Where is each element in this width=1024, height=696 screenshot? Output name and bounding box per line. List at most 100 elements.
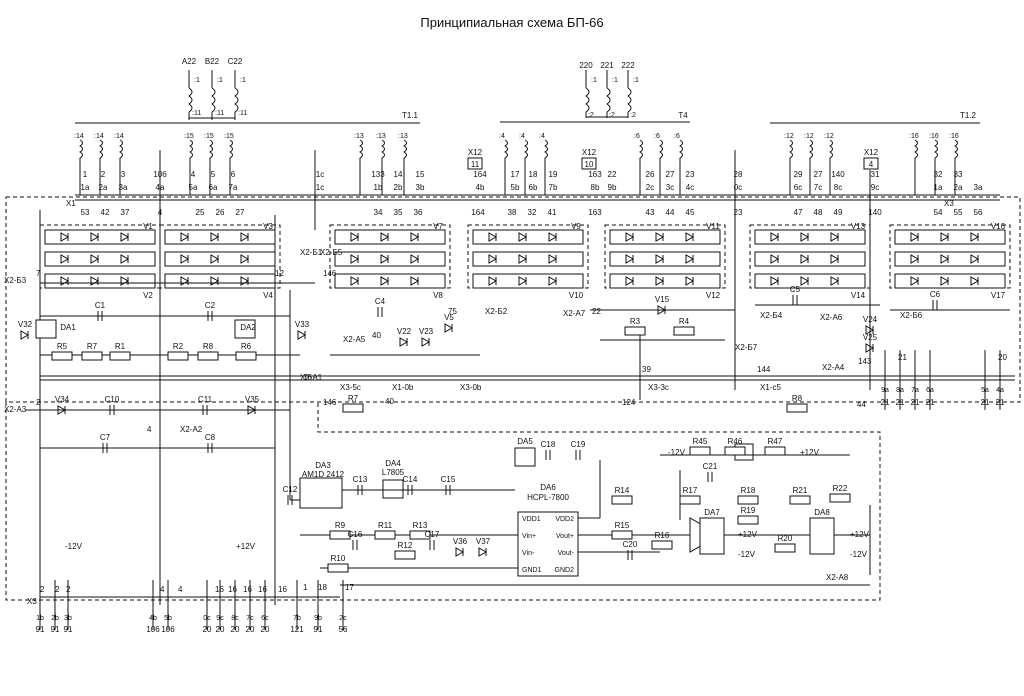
connector-x2-b7: X2-Б7: [735, 343, 758, 352]
pin-number: 2: [101, 170, 106, 179]
bottom-right-contact: 5a: [981, 387, 989, 394]
pin-number: 26: [646, 170, 655, 179]
diode-label-v24: V24: [863, 315, 878, 324]
bridge-diode: [488, 254, 498, 264]
bridge-row: [609, 229, 721, 245]
bridge-diode: [410, 276, 420, 286]
resistor-r8: [786, 403, 808, 413]
bottom-contact: 7c: [246, 615, 254, 622]
bridge-diode: [655, 232, 665, 242]
minus12-label: -12V: [850, 550, 868, 559]
capacitor-label-c4: C4: [375, 297, 386, 306]
capacitor-label-c21: C21: [703, 462, 718, 471]
bridge-top-label: V7: [433, 222, 443, 231]
node-number: 16: [228, 585, 237, 594]
x1-contact: 8c: [834, 183, 842, 192]
pin-number: 23: [686, 170, 695, 179]
bridge-row: [44, 229, 156, 245]
inner-pin: 23: [734, 208, 743, 217]
node-number: 22: [592, 307, 601, 316]
tap-label: :1: [240, 77, 246, 84]
diode-label-v36: V36: [453, 537, 468, 546]
node-number: 39: [642, 365, 651, 374]
coil-tap-label: :15: [204, 133, 214, 140]
tap-label: :1: [217, 77, 223, 84]
da6-pin-right: VDD2: [555, 516, 574, 523]
resistor-r6: [235, 351, 257, 361]
coil-tap-label: :16: [949, 133, 959, 140]
da7-box: [699, 517, 725, 555]
bridge-diode: [940, 276, 950, 286]
x3-label: X3: [944, 199, 954, 208]
bridge-diode: [180, 276, 190, 286]
secondary-coil: [209, 139, 213, 195]
da6-pin-right: Vout+: [556, 533, 574, 540]
upper-board-frame: [5, 196, 1021, 403]
resistor-label-r15: R15: [615, 521, 630, 530]
x1-contact: 6a: [209, 183, 218, 192]
primary-label: C22: [228, 57, 243, 66]
bridge-row: [44, 273, 156, 289]
da6-pin-right: GND2: [555, 567, 575, 574]
resistor-label-r7: R7: [87, 342, 98, 351]
da4-type: L7805: [382, 468, 405, 477]
node-number: 16: [303, 373, 312, 382]
lower-board-frame: [5, 402, 881, 601]
bridge-diode: [120, 232, 130, 242]
resistor-r15: [611, 530, 633, 540]
bridge-frame: [889, 224, 1011, 289]
resistor-label-r5: R5: [57, 342, 68, 351]
inner-pin: 36: [414, 208, 423, 217]
diode-label-v34: V34: [55, 395, 70, 404]
node-number: 146: [323, 269, 337, 278]
da6-pin-left: VDD1: [522, 516, 541, 523]
inner-pin: 49: [834, 208, 843, 217]
inner-pin: 163: [588, 208, 602, 217]
bridge-row: [44, 251, 156, 267]
capacitor-label-c2: C2: [205, 301, 216, 310]
bridge-top-label: V9: [571, 222, 581, 231]
node-number: 2: [66, 585, 71, 594]
resistor-r5: [51, 351, 73, 361]
bridge-diode: [685, 232, 695, 242]
x1-contact: 9b: [608, 183, 617, 192]
tap-label: :2: [588, 112, 594, 119]
bridge-bottom-label: V8: [433, 291, 443, 300]
x1-contact: 1a: [934, 183, 943, 192]
resistor-label-r18: R18: [741, 486, 756, 495]
x1-contact: 5a: [189, 183, 198, 192]
connector-x3-3c: X3-3c: [648, 383, 669, 392]
coil-tap-label: :6: [654, 133, 660, 140]
coil-tap-label: :6: [674, 133, 680, 140]
diode-v35: [247, 405, 257, 415]
bottom-value: 20: [203, 625, 212, 634]
node-number: 1: [303, 583, 308, 592]
bottom-contact: 9b: [314, 615, 322, 622]
bridge-bottom-label: V2: [143, 291, 153, 300]
bridge-diode: [518, 254, 528, 264]
tap-label: :11: [215, 110, 224, 117]
resistor-r12: [394, 550, 416, 560]
diode-v15: [657, 305, 667, 315]
bottom-contact: 2b: [51, 615, 59, 622]
resistor-label-r47: R47: [768, 437, 783, 446]
node-number: 4: [147, 425, 152, 434]
bottom-contact: 1b: [36, 615, 44, 622]
x12-box-4-text: 4: [869, 160, 874, 169]
bottom-contact: 9c: [216, 615, 224, 622]
diode-v24: [865, 325, 875, 335]
pin-number: 4: [191, 170, 196, 179]
diode-v25: [865, 343, 875, 353]
primary-label: B22: [205, 57, 220, 66]
bottom-right-contact: 7a: [911, 387, 919, 394]
bridge-diode: [180, 254, 190, 264]
secondary-coil: [504, 139, 508, 195]
bottom-contact: 8c: [231, 615, 239, 622]
primary-label: A22: [182, 57, 197, 66]
diode-label-v15: V15: [655, 295, 670, 304]
transformer-label: Т1.1: [402, 111, 419, 120]
resistor-label-r10: R10: [331, 554, 346, 563]
bridge-diode: [940, 254, 950, 264]
capacitor-label-c17: C17: [425, 530, 440, 539]
bridge-diode: [800, 254, 810, 264]
